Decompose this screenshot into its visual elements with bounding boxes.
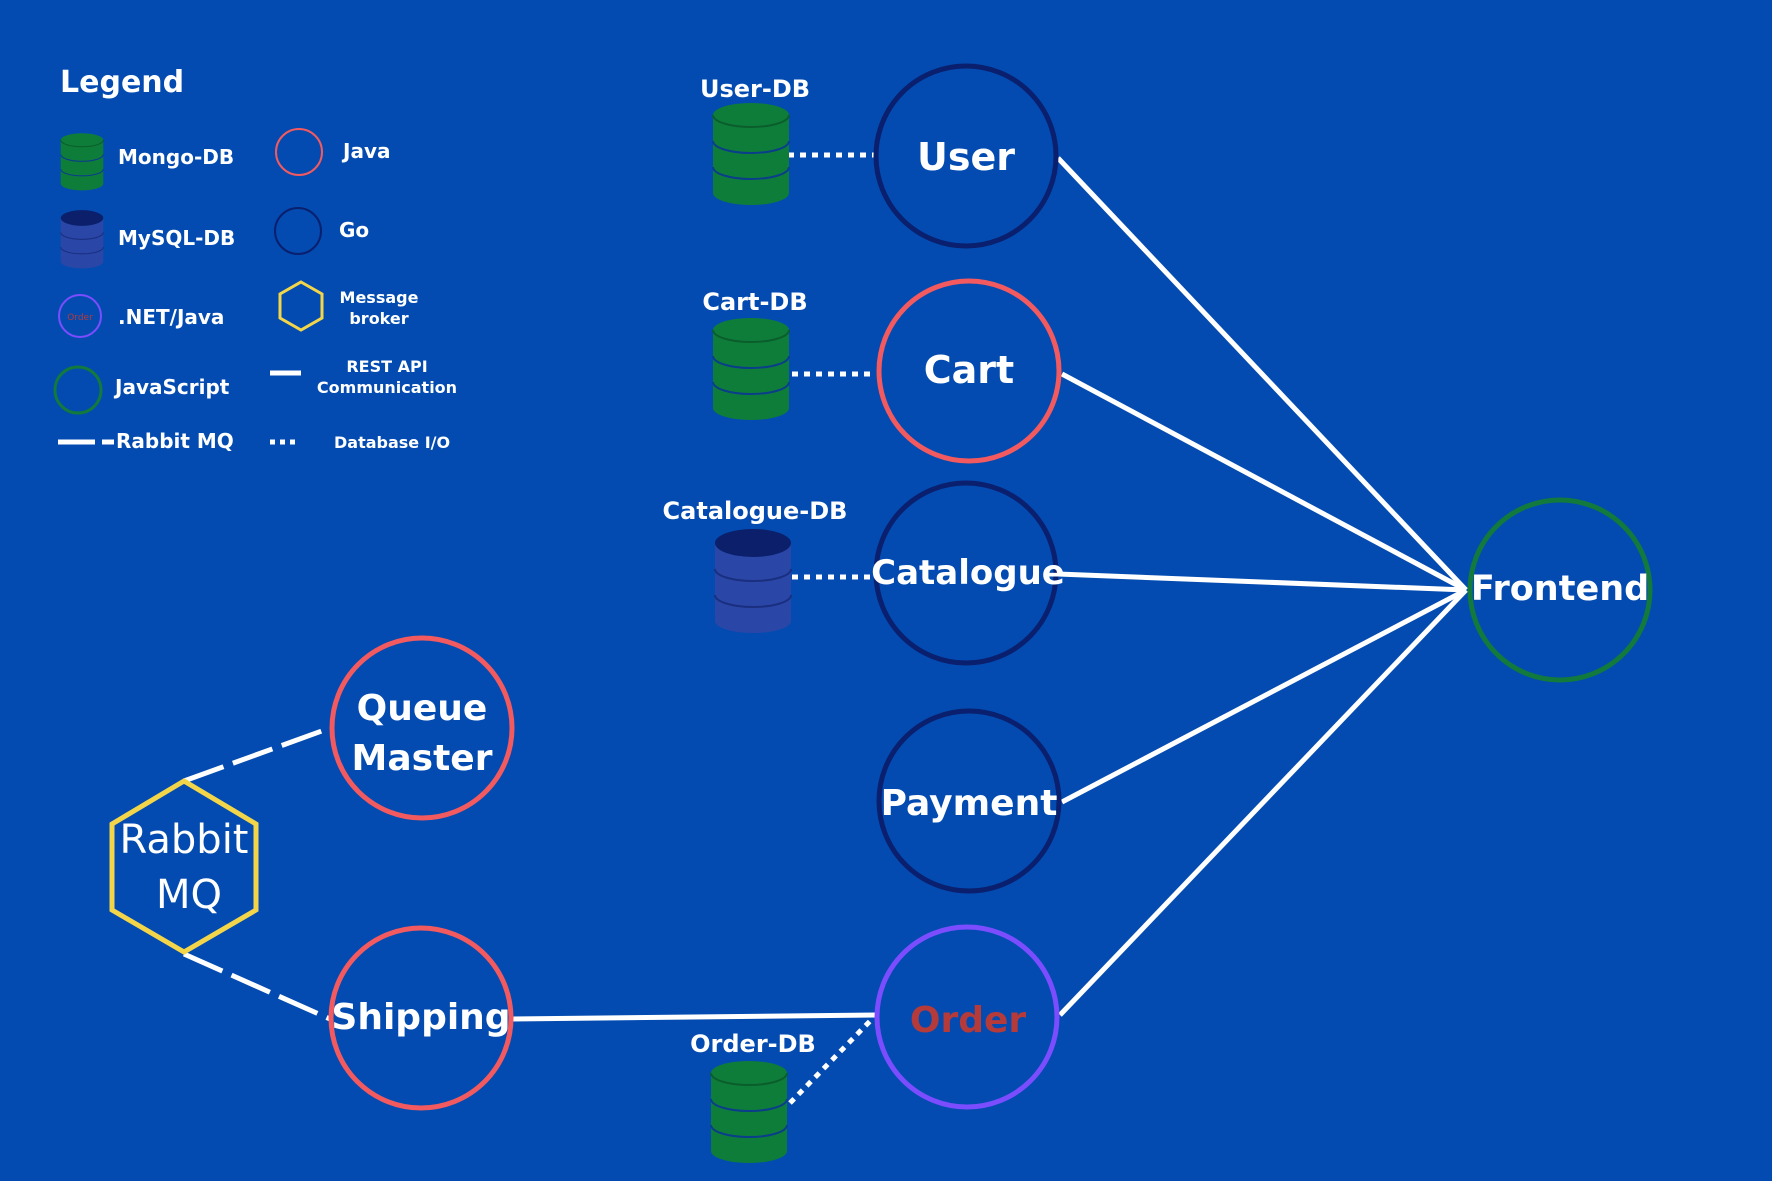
order-service-node: Order [874,924,1060,1110]
legend-java-label: Java [341,139,390,163]
queue-master-label-1: Queue [357,688,488,729]
rabbit-queue-master-link [183,725,331,784]
legend-javascript-label: JavaScript [113,375,230,399]
cart-db-label: Cart-DB [702,288,807,316]
catalogue-db: Catalogue-DB [663,497,848,634]
go-service-circle [873,480,1059,666]
legend-rest-label-2: Communication [317,378,457,397]
mongo-db-icon [712,317,790,421]
message-broker-legend-icon [278,280,324,332]
legend-rest-label-1: REST API [346,357,427,376]
order-db: Order-DB [690,1030,816,1164]
rabbitmq-label-1: Rabbit [119,817,248,863]
user-service-label: User [917,135,1015,179]
user-db-label: User-DB [700,75,810,103]
shipping-order-link [511,1012,877,1022]
catalogue-db-label: Catalogue-DB [663,497,848,525]
frontend-service-node: Frontend [1467,497,1653,683]
mongo-db-legend-icon [60,132,104,191]
java-service-circle [329,635,515,821]
go-legend-icon [274,207,322,255]
cart-db: Cart-DB [702,288,808,421]
order-service-label: Order [910,1000,1027,1041]
javascript-service-circle [1467,497,1653,683]
cart-frontend-link [1060,371,1468,593]
dotnet-service-circle [874,924,1060,1110]
mysql-db-legend-icon [60,209,104,269]
legend-go-label: Go [339,218,369,242]
java-service-circle [328,925,514,1111]
order-db-label: Order-DB [690,1030,816,1058]
mongo-db-icon [710,1060,788,1164]
catalogue-service-node: Catalogue [871,480,1065,666]
legend-mongo-label: Mongo-DB [118,145,234,169]
user-service-node: User [873,63,1059,249]
javascript-legend-icon [53,365,103,415]
legend-broker-label-2: broker [349,309,408,328]
cart-service-node: Cart [876,278,1062,464]
legend-mysql-label: MySQL-DB [118,226,235,250]
queue-master-label-2: Master [352,738,493,779]
payment-service-label: Payment [881,783,1058,824]
java-legend-icon [275,128,323,176]
rabbitmq-broker-node: Rabbit MQ [109,778,259,955]
catalogue-frontend-link [1057,571,1467,593]
mysql-db-icon [714,528,792,634]
order-frontend-link [1058,588,1468,1017]
go-service-circle [873,63,1059,249]
rabbit-shipping-link [182,951,332,1022]
user-frontend-link [1056,156,1468,592]
rabbitmq-connections [182,725,332,1022]
payment-frontend-link [1060,587,1468,805]
mongo-db-icon [712,102,790,206]
payment-service-node: Payment [876,708,1062,894]
user-db: User-DB [700,75,810,206]
legend-title: Legend [60,65,184,100]
frontend-service-label: Frontend [1471,569,1649,609]
java-service-circle [876,278,1062,464]
legend-dotnet-label: .NET/Java [118,305,224,329]
database-connections [788,152,876,1105]
legend-database-io-label: Database I/O [334,433,450,452]
shipping-service-node: Shipping [328,925,514,1111]
legend-rabbitmq-label: Rabbit MQ [116,429,234,453]
queue-master-service-node: Queue Master [329,635,515,821]
go-service-circle [876,708,1062,894]
rest-connections [511,156,1468,1022]
message-broker-hexagon-icon [109,778,259,955]
shipping-service-label: Shipping [331,997,510,1038]
legend-broker-label-1: Message [340,288,419,307]
rabbitmq-label-2: MQ [156,872,222,918]
dotnet-legend-icon-text: Order [67,313,93,323]
legend: Legend Mongo-DB MySQL-DB Order .NET/Java… [53,65,457,453]
order-db-link [788,1015,876,1105]
cart-service-label: Cart [924,348,1014,392]
dotnet-java-legend-icon [58,294,102,338]
catalogue-service-label: Catalogue [871,553,1065,593]
